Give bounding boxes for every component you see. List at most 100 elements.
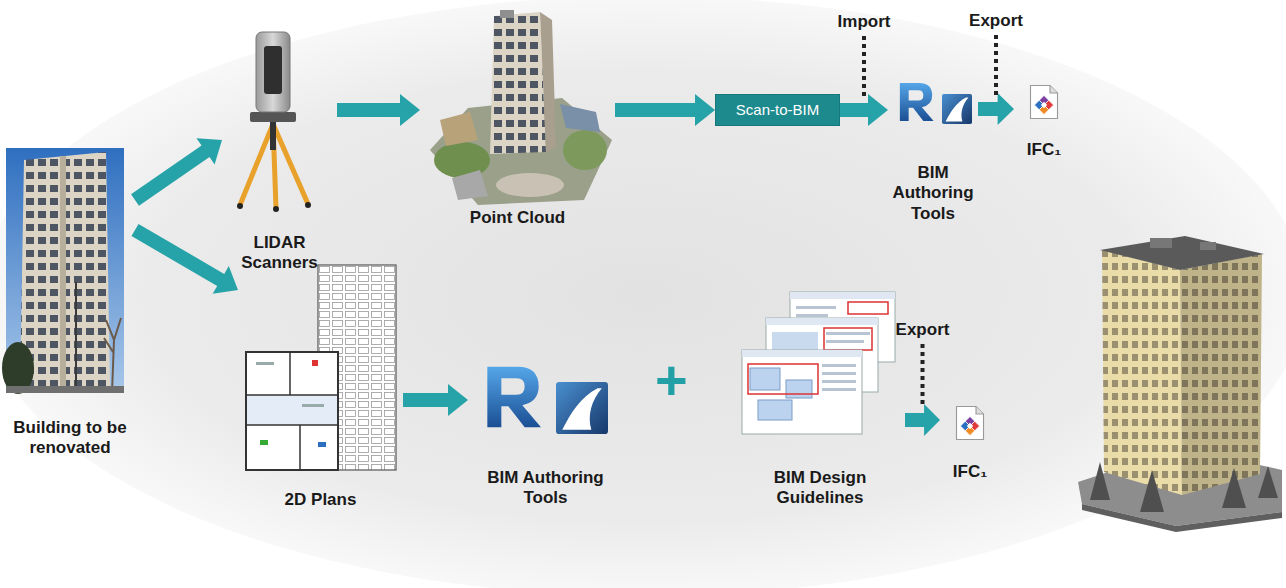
guideline-screens <box>848 302 888 314</box>
point-cloud <box>563 130 607 170</box>
building-model-render <box>1222 468 1246 508</box>
lidar-scanner <box>240 124 273 205</box>
flow-arrow <box>403 384 468 416</box>
ifc-file-icon <box>1031 86 1058 119</box>
building-model-render <box>1100 236 1264 270</box>
ifc-file-icon <box>957 407 984 440</box>
lidar-scanner <box>264 46 282 94</box>
process-box: Scan-to-BIM <box>715 94 840 126</box>
plan-drawings <box>247 395 337 425</box>
edge-label: Export <box>969 11 1023 31</box>
lidar-scanner <box>237 203 243 209</box>
plan-drawings <box>260 440 268 445</box>
icon-node: BIM Authoring Tools <box>468 360 623 509</box>
icon-node: BIM Design Guidelines <box>735 288 905 509</box>
ifc-file-icon <box>957 407 984 440</box>
bim-tool-logos <box>556 382 608 434</box>
bim-tool-logos <box>942 94 972 124</box>
lidar-scanner <box>305 202 311 208</box>
flow-arrow <box>905 404 940 436</box>
lidar-scanner <box>270 118 276 150</box>
guideline-screens <box>766 318 878 325</box>
guideline-screens <box>786 380 812 398</box>
icon-node: 2D Plans <box>238 262 403 510</box>
building-photo <box>6 386 124 393</box>
flow-arrow <box>840 94 888 126</box>
icon-node: Point Cloud <box>420 8 615 228</box>
building-model-render <box>1140 470 1164 512</box>
point-cloud <box>430 10 612 205</box>
building-photo <box>60 156 66 388</box>
flow-arrow <box>337 94 420 126</box>
point-cloud <box>496 173 564 197</box>
guideline-screens <box>824 328 872 350</box>
node-caption: BIM Design Guidelines <box>735 468 905 509</box>
building-model-render <box>1200 242 1216 250</box>
plan-drawings <box>289 352 291 395</box>
icon-node: LIDAR Scanners <box>222 28 337 274</box>
guideline-screens <box>742 292 895 434</box>
point-cloud <box>490 12 546 154</box>
node-caption: BIM Authoring Tools <box>468 468 623 509</box>
building-model-render <box>1180 254 1262 495</box>
node-caption: IFC₁ <box>940 462 1000 482</box>
flow-arrow <box>615 94 715 126</box>
leader-line <box>921 344 925 408</box>
building-model-render <box>1082 504 1282 532</box>
edge-label: Import <box>838 12 891 32</box>
guideline-screens <box>822 364 856 367</box>
box-label: Scan-to-BIM <box>724 101 831 119</box>
building-model-render <box>1102 250 1182 495</box>
building-photo <box>20 152 110 389</box>
flow-arrow <box>978 93 1014 125</box>
node-caption: Building to be renovated <box>5 418 135 459</box>
point-cloud <box>560 104 600 132</box>
guideline-screens <box>822 380 856 383</box>
flow-arrow <box>131 224 238 294</box>
plus-sign: + <box>655 352 688 408</box>
lidar-scanner <box>250 112 296 122</box>
bim-tool-logos <box>487 367 608 434</box>
file-node: IFC₁ <box>1014 80 1074 160</box>
point-cloud <box>434 142 490 178</box>
flow-arrow <box>131 138 222 206</box>
plan-drawings <box>246 265 396 470</box>
guideline-screens <box>772 332 818 352</box>
building-model-render <box>1258 466 1278 498</box>
node-caption: BIM Authoring Tools <box>888 163 978 224</box>
leader-line <box>862 36 866 98</box>
point-cloud <box>540 12 556 152</box>
icon-node: BIM Authoring Tools <box>888 78 978 224</box>
building-photo <box>104 318 121 393</box>
guideline-screens <box>826 340 864 343</box>
node-caption: Point Cloud <box>420 208 615 228</box>
plan-drawings <box>256 362 274 365</box>
guideline-screens <box>750 368 780 390</box>
point-cloud <box>452 170 488 200</box>
plan-drawings <box>246 424 338 426</box>
bim-tool-logos <box>487 367 541 428</box>
node-caption: IFC₁ <box>1014 140 1074 160</box>
building-photo <box>2 148 124 394</box>
building-model-render <box>1090 462 1110 500</box>
lidar-scanner <box>273 124 308 204</box>
bim-tool-logos <box>900 83 934 121</box>
guideline-screens <box>790 292 895 299</box>
lidar-scanner <box>273 206 279 212</box>
plan-drawings <box>246 352 338 470</box>
guideline-screens <box>748 364 818 394</box>
edge-label: Export <box>896 320 950 340</box>
lidar-scanner <box>237 32 311 212</box>
lidar-scanner <box>256 32 290 112</box>
photo-node: Building to be renovated <box>5 148 135 459</box>
plan-drawings <box>246 394 338 396</box>
guideline-screens <box>826 332 870 335</box>
guideline-screens <box>758 400 792 420</box>
building-model-render <box>1078 236 1282 532</box>
guideline-screens <box>822 372 856 375</box>
building-photo <box>75 282 77 392</box>
file-node: IFC₁ <box>940 402 1000 482</box>
